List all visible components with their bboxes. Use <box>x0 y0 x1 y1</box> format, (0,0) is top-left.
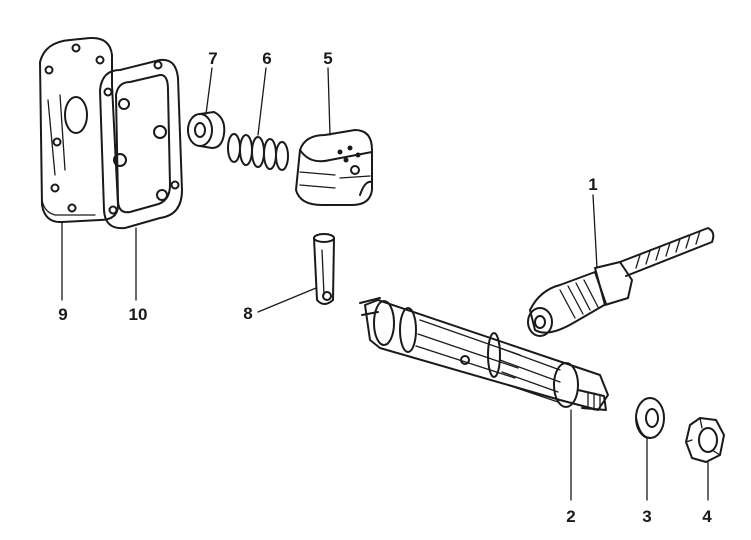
part-1-threaded-union <box>527 227 715 337</box>
leader-lines <box>61 67 709 501</box>
part-3-washer <box>635 397 665 439</box>
part-4-hex-nut <box>685 417 725 463</box>
part-10-gasket <box>99 58 183 230</box>
callout-part-8: 8 <box>243 304 253 323</box>
leader-part-8 <box>257 287 317 313</box>
callout-part-3: 3 <box>642 507 652 526</box>
leader-part-7 <box>205 67 213 115</box>
callout-part-6: 6 <box>262 49 272 68</box>
part-7-cap <box>187 111 226 149</box>
part-2-shaft <box>359 297 609 411</box>
callout-part-4: 4 <box>702 507 712 526</box>
part-5-block <box>295 129 373 206</box>
part-9-cover-plate <box>39 36 119 224</box>
callout-part-1: 1 <box>588 175 598 194</box>
part-8-pin <box>313 233 335 305</box>
leader-part-5 <box>327 67 331 136</box>
callout-part-5: 5 <box>323 49 333 68</box>
callout-part-9: 9 <box>58 305 68 324</box>
callout-part-2: 2 <box>566 507 576 526</box>
part-6-spring <box>227 133 289 171</box>
callout-part-7: 7 <box>208 49 218 68</box>
leader-part-1 <box>592 194 598 269</box>
callout-part-10: 10 <box>128 305 148 324</box>
leader-part-6 <box>257 67 267 136</box>
